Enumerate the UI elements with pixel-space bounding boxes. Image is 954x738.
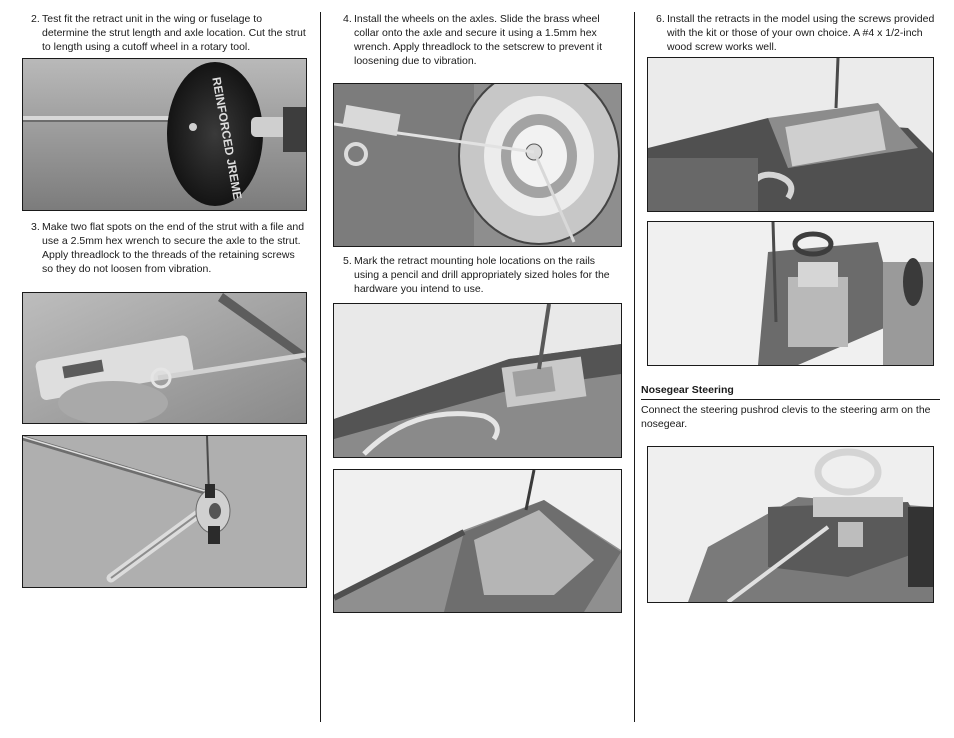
step-number: 2. [31,13,40,25]
step-6-instruction: 6. Install the retracts in the model usi… [656,12,936,54]
step-text: Install the wheels on the axles. Slide t… [354,13,603,67]
photo-axle-hex-wrench [22,435,307,588]
section-body-text: Connect the steering pushrod clevis to t… [641,404,931,430]
step-text: Mark the retract mounting hole locations… [354,255,610,295]
photo-mark-holes [333,303,622,458]
photo-file-strut [22,292,307,424]
column-divider-left [320,12,321,722]
photo-wheel-collar [333,83,622,247]
step-number: 6. [656,13,665,25]
photo-retract-installed [647,221,934,366]
step-5-instruction: 5. Mark the retract mounting hole locati… [343,254,623,296]
step-text: Install the retracts in the model using … [667,13,935,53]
step-number: 3. [31,221,40,233]
photo-nosegear-steering [647,446,934,603]
photo-drill-holes [333,469,622,613]
step-text: Test fit the retract unit in the wing or… [42,13,306,53]
column-divider-right [634,12,635,722]
step-text: Make two flat spots on the end of the st… [42,221,305,275]
photo-cutoff-wheel: REINFORCED JREME [22,58,307,211]
step-2-instruction: 2. Test fit the retract unit in the wing… [31,12,306,54]
step-number: 4. [343,13,352,25]
photo-install-retract [647,57,934,212]
step-4-instruction: 4. Install the wheels on the axles. Slid… [343,12,623,68]
section-heading-rule [641,399,940,400]
step-3-instruction: 3. Make two flat spots on the end of the… [31,220,306,276]
step-number: 5. [343,255,352,267]
section-heading-nosegear-steering: Nosegear Steering [641,384,734,396]
